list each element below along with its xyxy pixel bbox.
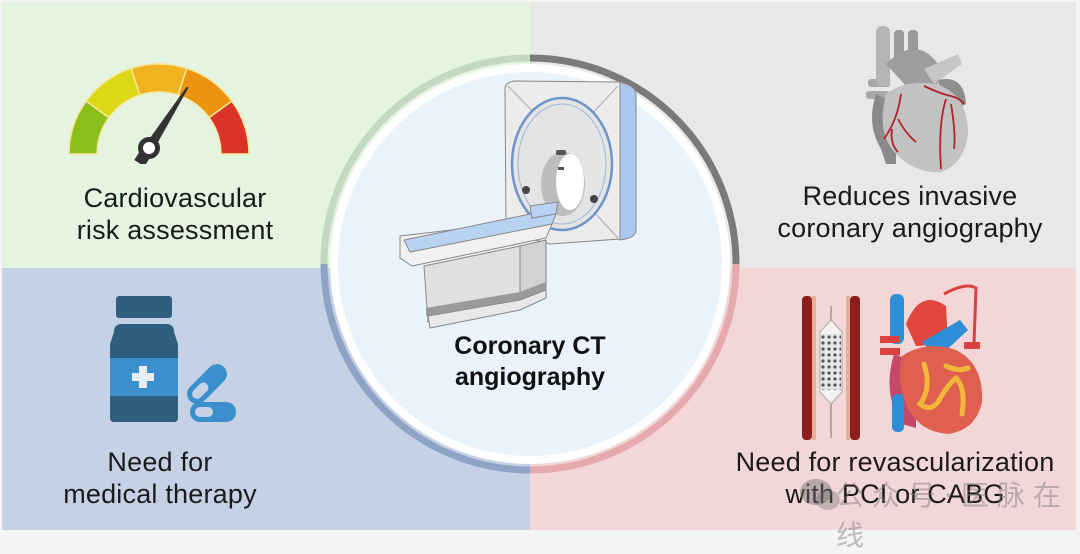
center-circle (320, 54, 740, 474)
label-reduces-invasive-coronary-angiography: Reduces invasive coronary angiography (760, 180, 1060, 244)
label-line: Reduces invasive (802, 181, 1018, 211)
gauge-needle (134, 86, 189, 164)
center-title-line: Coronary CT (454, 332, 606, 360)
label-line: Cardiovascular (83, 183, 267, 213)
center-title: Coronary CT angiography (400, 331, 660, 393)
heart-anatomy-icon (880, 284, 983, 434)
label-line: medical therapy (63, 479, 257, 509)
ring-segment-bottom-left (320, 263, 531, 474)
label-need-for-medical-therapy: Need for medical therapy (25, 446, 295, 510)
wechat-icon (800, 479, 840, 510)
label-line: Need for revascularization (735, 447, 1055, 477)
risk-gauge-icon (68, 63, 250, 164)
label-line: Need for (107, 447, 213, 477)
medicine-bottle-pills-icon (110, 296, 236, 422)
label-cardiovascular-risk-assessment: Cardiovascular risk assessment (30, 182, 320, 246)
label-line: risk assessment (76, 215, 274, 245)
ct-scanner-icon (399, 80, 637, 329)
gauge-segment (208, 100, 250, 155)
label-need-for-revascularization: Need for revascularization with PCI or C… (720, 446, 1070, 510)
ring-segment-bottom-right (529, 263, 740, 474)
label-line: coronary angiography (777, 213, 1043, 243)
gauge-segment (130, 63, 188, 96)
watermark-text: 公众号·医脉在线 (836, 479, 1069, 552)
stent-balloon-icon (802, 296, 860, 440)
ring-segment-top-left (320, 54, 531, 265)
center-title-line: angiography (454, 363, 605, 391)
heart-coronary-arteries-icon (866, 26, 968, 173)
ring-segment-top-right (529, 54, 740, 265)
label-line: with PCI or CABG (785, 479, 1005, 509)
